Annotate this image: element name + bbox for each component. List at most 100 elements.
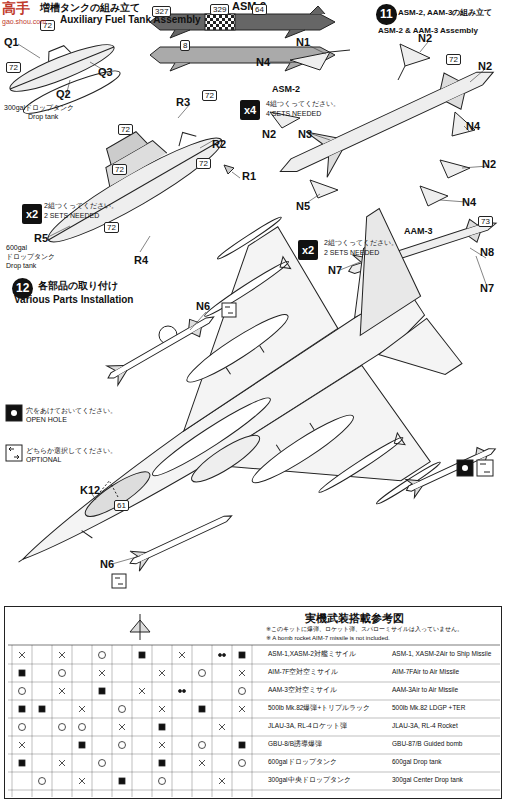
part-label: Various Parts Installation bbox=[14, 294, 133, 306]
leader-line bbox=[18, 44, 40, 58]
leader-line bbox=[200, 140, 214, 148]
color-callout: 72 bbox=[202, 90, 217, 101]
sets-badge: x4 bbox=[240, 100, 260, 120]
table-cell: JLAU-3A, RL-4ロケット弾 bbox=[268, 722, 347, 729]
part-label: N4 bbox=[256, 56, 270, 69]
table-cell: GBU-8/B誘導爆弾 bbox=[268, 740, 322, 747]
color-callout: 8 bbox=[180, 40, 190, 51]
color-callout: 327 bbox=[152, 6, 171, 17]
table-cell: 500lb Mk.82爆弾+トリプルラック bbox=[268, 704, 370, 711]
part-label: N5 bbox=[296, 200, 310, 213]
note-text: OPEN HOLE bbox=[26, 416, 67, 424]
part-label: N7 bbox=[480, 282, 494, 295]
leader-line bbox=[310, 46, 326, 54]
part-label: ASM-2 bbox=[272, 84, 300, 94]
note-text: 2 SETS NEEDED bbox=[324, 249, 379, 257]
leader-line bbox=[190, 312, 206, 330]
part-label: R2 bbox=[212, 138, 226, 151]
part-label: N6 bbox=[100, 558, 114, 571]
table-title: 実機武装搭載参考図 bbox=[305, 612, 501, 624]
part-label: N2 bbox=[482, 158, 496, 171]
leader-line bbox=[270, 62, 292, 63]
table-cell: ASM-1, XASM-2Air to Ship Missile bbox=[392, 650, 491, 657]
note-text: 2組つくってください。 bbox=[324, 239, 398, 247]
part-label: N7 bbox=[328, 264, 342, 277]
table-cell: 600galドロップタンク bbox=[268, 758, 337, 765]
part-label: N4 bbox=[462, 196, 476, 209]
part-label: R3 bbox=[176, 96, 190, 109]
note-text: 2 SETS NEEDED bbox=[44, 212, 99, 220]
step-number: 11 bbox=[376, 4, 397, 25]
leader-line bbox=[340, 262, 360, 270]
part-label: 各部品の取り付け bbox=[38, 280, 118, 292]
part-label: Auxiliary Fuel Tank Assembly bbox=[60, 14, 201, 26]
table-cell: AIM-7F空対空ミサイル bbox=[268, 668, 338, 675]
note-text: 300galドロップタンク bbox=[4, 104, 74, 112]
part-label: N2 bbox=[262, 128, 276, 141]
note-text: 2組つくってください。 bbox=[44, 202, 118, 210]
table-cell: 600gal Drop tank bbox=[392, 758, 442, 765]
part-label: N1 bbox=[296, 36, 310, 49]
note-text: ドロップタンク bbox=[6, 253, 55, 261]
color-callout: 72 bbox=[6, 62, 21, 73]
leader-line bbox=[312, 134, 330, 140]
watermark: 高手 bbox=[2, 0, 30, 16]
color-callout: 72 bbox=[118, 124, 133, 135]
color-callout: 64 bbox=[252, 4, 267, 15]
leader-line bbox=[476, 256, 486, 284]
note-text: 600gal bbox=[6, 244, 27, 252]
table-cell: AAM-3Air to Air Missile bbox=[392, 686, 458, 693]
leader-line bbox=[112, 556, 140, 564]
part-label: ASM-2, AAM-3の組み立て bbox=[398, 8, 492, 17]
watermark: gao.shou.com bbox=[2, 18, 46, 26]
note-text: どちらか選択してください。 bbox=[26, 447, 117, 455]
note-text: ※ A bomb rocket AIM-7 missile is not inc… bbox=[266, 635, 390, 642]
note-text: 4組つくってください。 bbox=[266, 100, 340, 108]
sets-badge: x2 bbox=[298, 240, 318, 260]
part-label: N2 bbox=[418, 32, 432, 45]
part-label: N6 bbox=[196, 300, 210, 313]
sets-badge: x2 bbox=[22, 204, 42, 224]
table-cell: ASM-1,XASM-2対艦ミサイル bbox=[268, 650, 356, 657]
part-label: AAM-3 bbox=[404, 226, 433, 236]
part-label: R1 bbox=[242, 170, 256, 183]
note-text: Drop tank bbox=[28, 113, 58, 121]
table-cell: 500lb Mk.82 LDGP +TER bbox=[392, 704, 465, 711]
part-label: Q1 bbox=[4, 36, 19, 49]
badge-text: x2 bbox=[26, 208, 38, 220]
color-callout: 72 bbox=[196, 158, 211, 169]
part-label: K12 bbox=[80, 484, 100, 497]
leader-line bbox=[232, 172, 240, 178]
table-cell: GBU-87/B Guided bomb bbox=[392, 740, 462, 747]
leader-line bbox=[140, 236, 150, 252]
table-cell: 300gal中央ドロップタンク bbox=[268, 776, 351, 783]
color-callout: 72 bbox=[112, 164, 127, 175]
part-label: Q2 bbox=[56, 88, 71, 101]
badge-text: 12 bbox=[16, 282, 29, 295]
note-text: Drop tank bbox=[6, 262, 36, 270]
table-cell: AAM-3空対空ミサイル bbox=[268, 686, 337, 693]
badge-text: x2 bbox=[302, 244, 314, 256]
part-label: N3 bbox=[298, 128, 312, 141]
leader-line bbox=[46, 226, 70, 238]
part-label: R4 bbox=[134, 254, 148, 267]
table-cell: 300gal Center Drop tank bbox=[392, 776, 463, 783]
color-callout: 329 bbox=[210, 4, 229, 15]
part-label: N4 bbox=[466, 120, 480, 133]
color-callout: 73 bbox=[478, 216, 493, 227]
color-callout: 61 bbox=[114, 500, 129, 511]
part-label: N2 bbox=[478, 60, 492, 73]
color-callout: 72 bbox=[446, 54, 461, 65]
note-text: 穴をあけておいてください。 bbox=[26, 407, 117, 415]
badge-text: 11 bbox=[380, 8, 393, 21]
color-callout: 72 bbox=[104, 222, 119, 233]
part-label: N8 bbox=[480, 246, 494, 259]
reference-table: 実機武装搭載参考図 bbox=[4, 606, 502, 799]
note-text: OPTIONAL bbox=[26, 456, 61, 464]
part-label: 増槽タンクの組み立て bbox=[40, 2, 140, 14]
note-text: ※このキットに爆弾、ロケット弾、スパローミサイルは入っていません。 bbox=[266, 626, 463, 633]
table-cell: JLAU-3A, RL-4 Rocket bbox=[392, 722, 458, 729]
part-label: R5 bbox=[34, 232, 48, 245]
note-text: 4 SETS NEEDED bbox=[266, 110, 321, 118]
